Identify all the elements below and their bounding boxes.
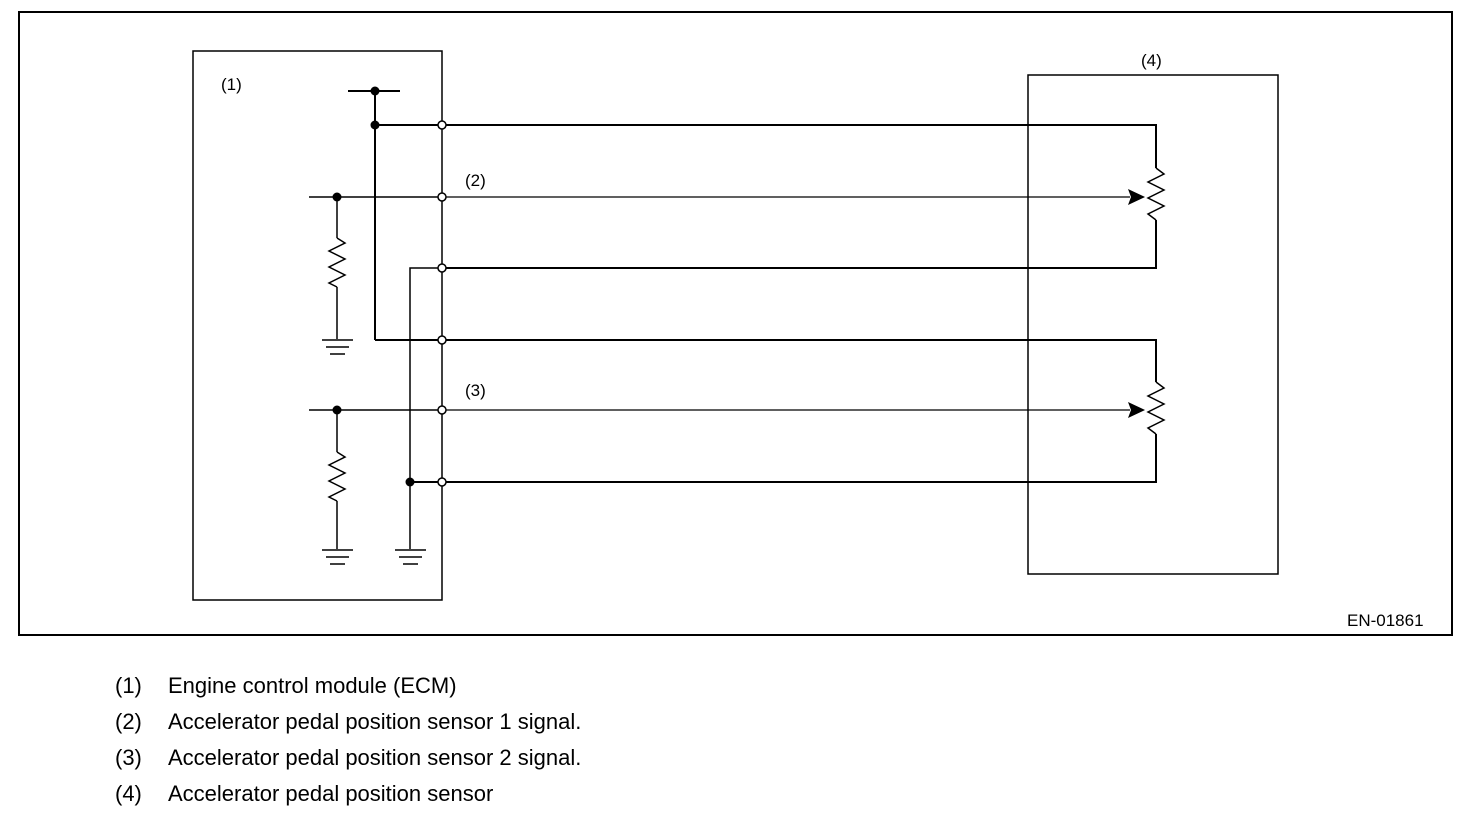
potentiometer-1 [1146,167,1166,221]
sensor-callout: (4) [1141,51,1162,70]
pulldown-resistor-1 [309,196,442,339]
connector-pin [437,263,447,273]
ground-icon [322,339,353,355]
legend-text: Engine control module (ECM) [168,673,457,698]
legend-number: (1) [115,673,142,698]
connector-pin [437,192,447,202]
wiring-diagram: (1) (4) [18,11,1453,636]
signal2-junction-dot [332,405,342,415]
sensor1-supply-wire [442,124,1157,168]
potentiometer-2 [1146,381,1166,435]
legend-number: (2) [115,709,142,734]
wiper-arrow-icon [1128,189,1145,205]
sensor2-supply-wire [442,339,1157,382]
sensor2-ground-wire [442,434,1157,483]
sensor-ground-wiring [409,267,442,549]
sensor1-ground-wire [442,220,1157,269]
legend-text: Accelerator pedal position sensor 1 sign… [168,709,582,734]
legend-list: (1) Engine control module (ECM) (2) Accele… [115,668,581,812]
connector-pins [437,120,447,487]
signal1-callout: (2) [465,171,486,190]
connector-pin [437,477,447,487]
legend-item: (3) Accelerator pedal position sensor 2 s… [115,740,581,776]
ground-icon [395,549,426,565]
ecm-callout: (1) [221,75,242,94]
wiper-arrow-icon [1128,402,1145,418]
ecm-box [192,50,443,601]
power-junction-dot [370,120,380,130]
legend-item: (1) Engine control module (ECM) [115,668,581,704]
ground-icon [322,549,353,565]
legend-text: Accelerator pedal position sensor [168,781,494,806]
signal1-junction-dot [332,192,342,202]
ground-junction-dot [405,477,415,487]
power-supply-symbol [348,90,442,341]
diagram-frame [18,11,1453,636]
legend-item: (2) Accelerator pedal position sensor 1 s… [115,704,581,740]
legend-text: Accelerator pedal position sensor 2 sign… [168,745,582,770]
connector-pin [437,120,447,130]
connector-pin [437,335,447,345]
legend-number: (3) [115,745,142,770]
signal2-callout: (3) [465,381,486,400]
figure-code: EN-01861 [1347,611,1424,630]
legend-number: (4) [115,781,142,806]
sensor-box [1027,74,1279,575]
legend-item: (4) Accelerator pedal position sensor [115,776,581,812]
harness-wires [442,124,1157,483]
pulldown-resistor-2 [309,409,442,549]
power-junction-dot [370,86,380,96]
connector-pin [437,405,447,415]
